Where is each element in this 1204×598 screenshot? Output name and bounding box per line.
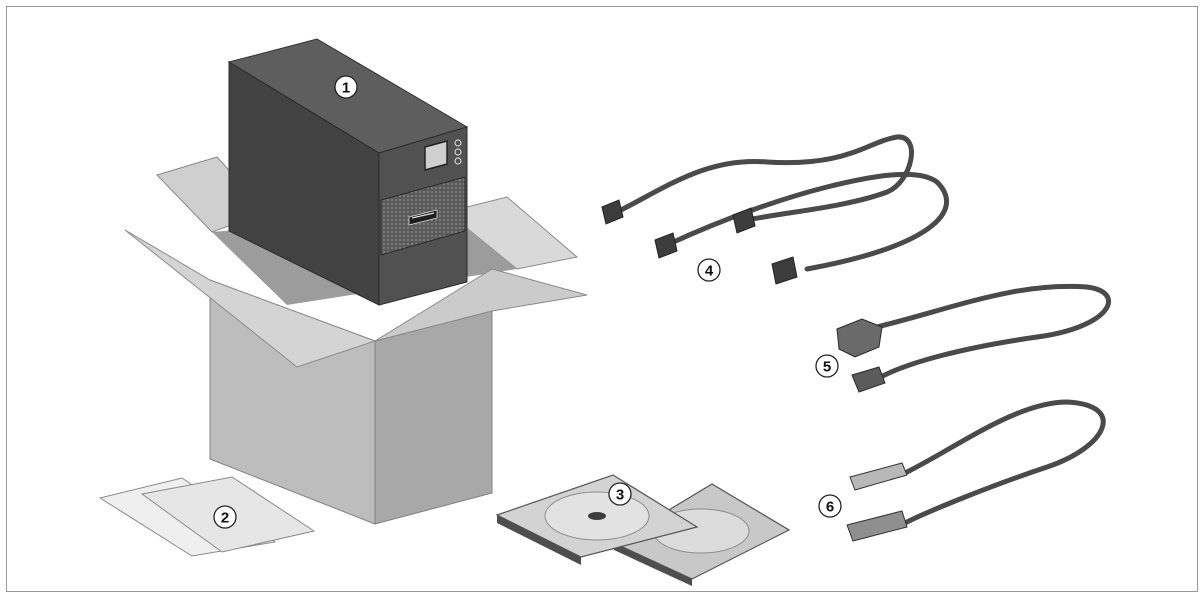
ups-button-icon: [454, 148, 462, 156]
cd-case-edge: [497, 515, 581, 565]
serial-cable: [836, 283, 1111, 393]
callout-3: 3: [608, 482, 632, 506]
shipping-box-front: [124, 229, 588, 525]
svg-text:1: 1: [342, 80, 350, 97]
cd-case-edge: [614, 543, 692, 586]
brand-logo-mark: [411, 212, 435, 219]
cd-cases: [495, 474, 791, 586]
usb-cable: [846, 399, 1106, 542]
rj45-connector-icon: [851, 366, 886, 393]
iec-connector-icon: [771, 256, 798, 285]
iec-connector-icon: [732, 207, 756, 234]
usb-cable-wire: [904, 399, 1106, 525]
usb-b-connector-icon: [846, 510, 908, 542]
power-cable-wire: [664, 171, 950, 272]
ups-lcd-display: [424, 140, 448, 171]
usb-a-connector-icon: [849, 462, 908, 491]
power-cable-connectors: [601, 199, 798, 285]
svg-text:6: 6: [826, 499, 834, 516]
packaging-contents-figure: 1 2 3 4 5 6: [6, 6, 1198, 592]
power-cable-wire: [614, 134, 914, 223]
iec-connector-icon: [654, 232, 678, 259]
callout-5: 5: [815, 354, 839, 378]
serial-cable-wire: [874, 283, 1111, 382]
svg-text:4: 4: [705, 263, 714, 280]
ups-button-icon: [454, 139, 462, 147]
db9-connector-icon: [836, 318, 883, 358]
box-side-face: [374, 310, 493, 525]
cd-hub: [588, 512, 606, 520]
svg-text:3: 3: [616, 487, 624, 504]
documentation-sheets: [98, 476, 316, 557]
callout-4: 4: [697, 258, 721, 282]
ups-button-icon: [454, 157, 462, 165]
callout-1: 1: [334, 75, 358, 99]
box-flap-front-left: [124, 229, 377, 368]
packaging-contents-illustration: 1 2 3 4 5 6: [98, 38, 1111, 586]
box-flap-front-right: [374, 268, 588, 342]
svg-text:2: 2: [221, 510, 229, 527]
callout-2: 2: [213, 505, 237, 529]
iec-connector-icon: [601, 199, 624, 225]
callout-6: 6: [818, 494, 842, 518]
svg-text:5: 5: [823, 359, 831, 376]
